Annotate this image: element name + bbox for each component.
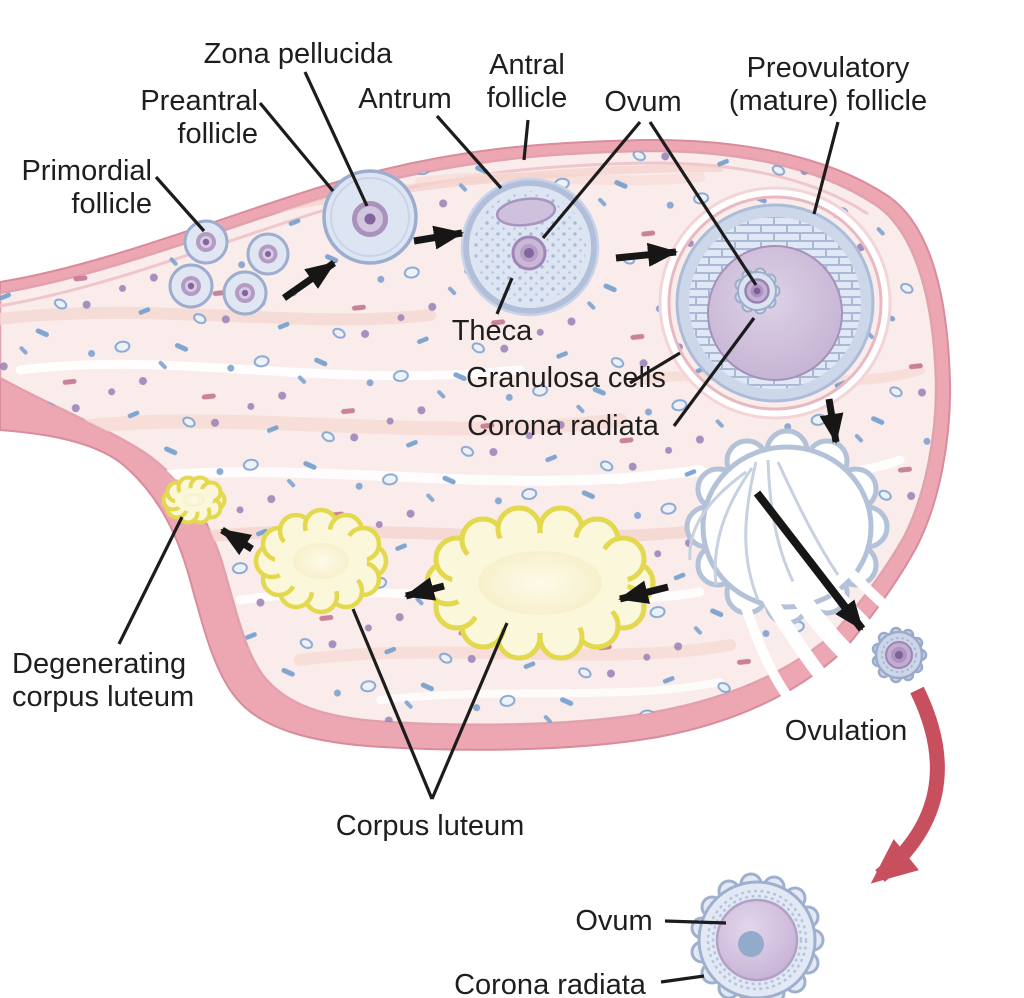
antral-follicle-shape (460, 177, 600, 317)
preantral-follicle-shape (322, 169, 418, 265)
label-lines (117, 71, 840, 984)
preovulatory-ovum-shape (734, 267, 781, 315)
degenerating-corpus-luteum-shape (161, 475, 227, 525)
label-corpus-luteum: Corpus luteum (335, 810, 525, 842)
label-ovulation: Ovulation (784, 715, 908, 747)
label-ovum-top: Ovum (604, 86, 682, 118)
primordial-follicles (168, 219, 290, 316)
label-granulosa-cells: Granulosa cells (466, 362, 666, 394)
antrum-shape (495, 197, 557, 227)
preovulatory-surface-rings (658, 186, 892, 420)
follicular-antrum-shape (707, 245, 843, 381)
label-corona-radiata-mid: Corona radiata (467, 410, 659, 442)
label-corona-radiata-bottom: Corona radiata (454, 969, 646, 998)
corpus-luteum-shape (424, 505, 656, 661)
label-theca: Theca (451, 315, 533, 347)
stage-arrows (220, 225, 866, 632)
preovulatory-follicle-shape (675, 203, 875, 403)
label-ovum-bottom: Ovum (575, 905, 653, 937)
ovulated-ovum-shape (871, 626, 928, 684)
antral-ovum-shape (511, 235, 547, 271)
ovulation-arrow (870, 686, 945, 884)
label-zona-pellucida: Zona pellucida (203, 38, 393, 70)
label-preovulatory-follicle: Preovulatory(mature) follicle (728, 52, 928, 117)
released-ovum-shape (690, 872, 825, 998)
corpus-luteum-medium-shape (253, 507, 389, 615)
label-antrum: Antrum (358, 83, 452, 115)
ovum-nucleus-shape (738, 931, 764, 957)
